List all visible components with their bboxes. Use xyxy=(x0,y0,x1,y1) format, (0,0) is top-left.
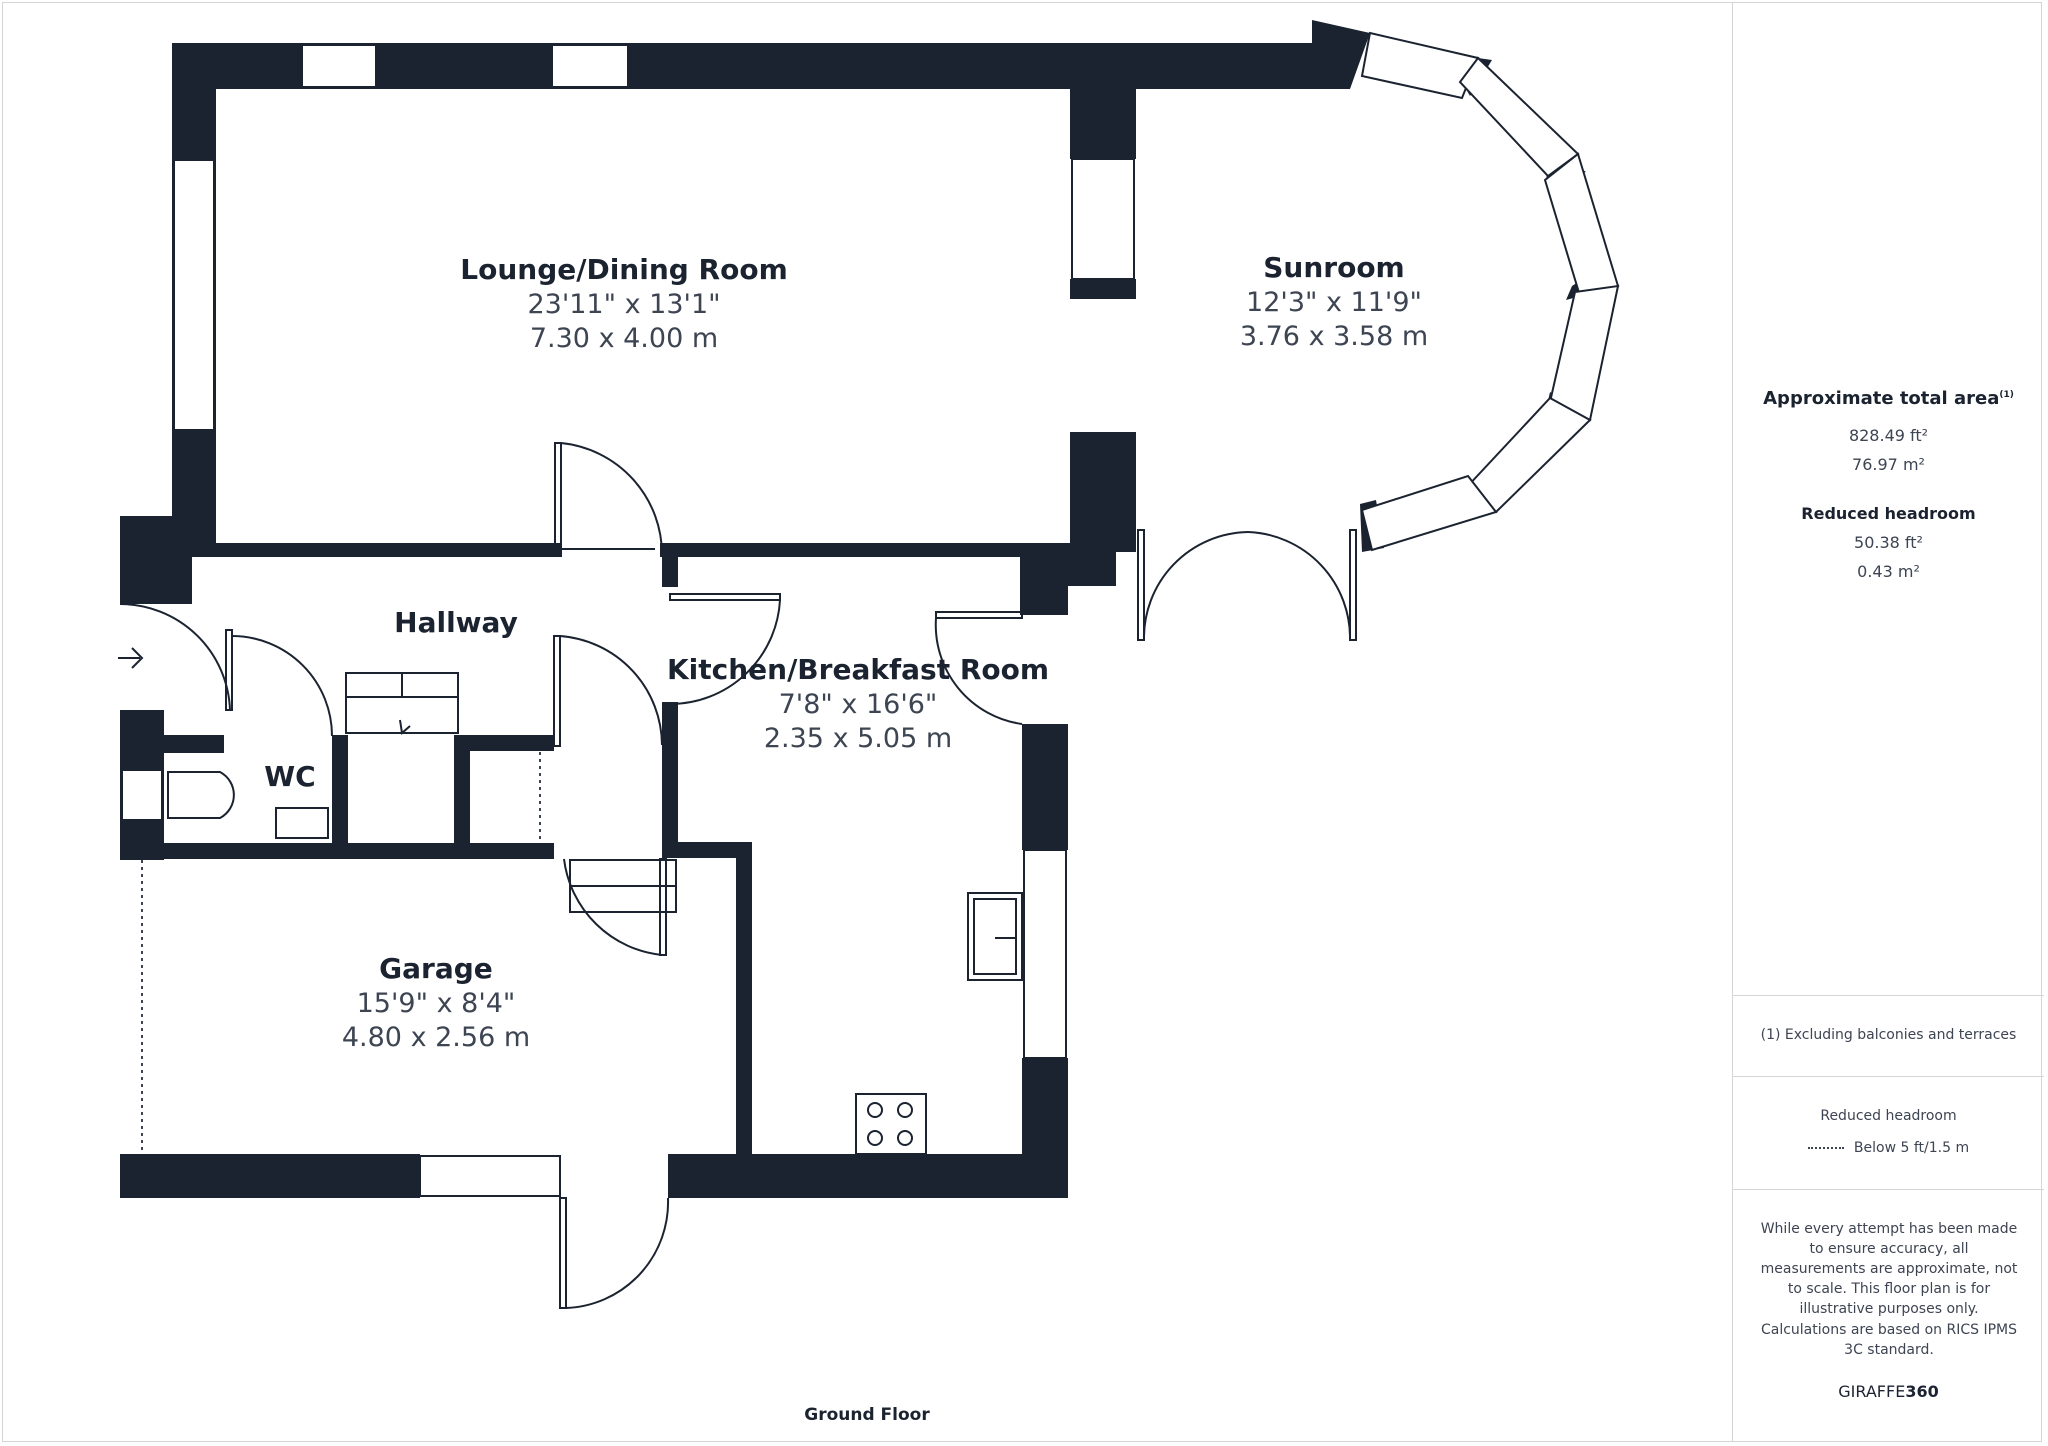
info-sidebar: Approximate total area(1) 828.49 ft² 76.… xyxy=(1732,2,2044,1442)
room-sunroom: Sunroom 12'3" x 11'9" 3.76 x 3.58 m xyxy=(1240,250,1428,354)
wall-garage-top xyxy=(662,842,752,858)
wall-lounge-bottom-right xyxy=(660,543,1110,557)
room-dim-metric: 3.76 x 3.58 m xyxy=(1239,321,1429,352)
divider xyxy=(1733,1189,2044,1190)
wall-wc-right xyxy=(332,735,348,847)
room-lounge: Lounge/Dining Room 23'11" x 13'1" 7.30 x… xyxy=(460,252,788,356)
room-wc: WC xyxy=(264,759,315,795)
window-bay-3 xyxy=(1543,152,1620,298)
room-dim-imperial: 7'8" x 16'6" xyxy=(778,689,938,720)
floor-name: Ground Floor xyxy=(804,1405,930,1425)
wall-kitchen-right-upper xyxy=(1022,724,1068,850)
window-divider xyxy=(1071,158,1135,280)
reduced-headroom-m: 0.43 m² xyxy=(1857,562,1920,581)
wall-kitchen-bottom xyxy=(668,1154,1068,1198)
wall-garage-right xyxy=(736,842,752,1154)
room-kitchen: Kitchen/Breakfast Room 7'8" x 16'6" 2.35… xyxy=(667,652,1049,756)
total-area-title-text: Approximate total area xyxy=(1763,388,2000,409)
legend-title: Reduced headroom xyxy=(1820,1108,1957,1124)
wall-garage-bottom-left xyxy=(120,1154,420,1198)
room-name: Hallway xyxy=(394,606,518,639)
room-name: Garage xyxy=(379,952,493,985)
legend-item: Below 5 ft/1.5 m xyxy=(1733,1140,2044,1156)
chimney-breast xyxy=(551,44,629,88)
room-dim-imperial: 23'11" x 13'1" xyxy=(527,289,721,320)
room-dim-imperial: 12'3" x 11'9" xyxy=(1246,287,1422,318)
room-name: Kitchen/Breakfast Room xyxy=(666,653,1050,686)
window-bay-6 xyxy=(1360,474,1498,552)
window-lounge-top xyxy=(301,44,377,88)
window-bay-5 xyxy=(1464,396,1592,514)
reduced-headroom-title: Reduced headroom xyxy=(1801,504,1976,523)
room-name: Sunroom xyxy=(1263,251,1405,284)
total-area-footnote-mark: (1) xyxy=(1999,390,2014,400)
brand-logo: GIRAFFE360 xyxy=(1733,1382,2044,1401)
wall-cupboard-top xyxy=(454,735,554,751)
disclaimer: While every attempt has been made to ens… xyxy=(1760,1221,2018,1317)
room-name: Lounge/Dining Room xyxy=(460,253,788,286)
window-kitchen xyxy=(1023,849,1067,1059)
footnote: (1) Excluding balconies and terraces xyxy=(1760,1027,2017,1043)
total-area-ft: 828.49 ft² xyxy=(1848,426,1929,445)
wall-divider-lower xyxy=(1070,432,1136,552)
brand-name: GIRAFFE xyxy=(1838,1382,1906,1401)
wall-kitchen-left-top xyxy=(662,557,678,587)
legend-dotted-line xyxy=(1807,1147,1844,1149)
room-dim-metric: 2.35 x 5.05 m xyxy=(763,723,953,754)
wall-wc-top xyxy=(164,735,224,753)
room-dim-metric: 7.30 x 4.00 m xyxy=(529,323,719,354)
room-hallway: Hallway xyxy=(394,605,518,641)
calculation-note: Calculations are based on RICS IPMS 3C s… xyxy=(1760,1322,2018,1358)
wall-stair-cupboard xyxy=(454,735,470,847)
room-dim-metric: 4.80 x 2.56 m xyxy=(341,1022,531,1053)
wall-kitchen-left-mid xyxy=(662,702,678,842)
window-garage xyxy=(419,1155,561,1197)
room-name: WC xyxy=(264,760,316,793)
window-bay-2 xyxy=(1458,56,1580,178)
room-dim-imperial: 15'9" x 8'4" xyxy=(356,988,516,1019)
wall-sunroom-top-corner xyxy=(1312,20,1370,89)
divider xyxy=(1733,1076,2044,1077)
reduced-headroom-ft: 50.38 ft² xyxy=(1854,533,1923,552)
window-lounge-left xyxy=(173,159,215,431)
window-bay-1 xyxy=(1360,31,1480,100)
window-bay-4 xyxy=(1548,284,1620,422)
brand-number: 360 xyxy=(1905,1382,1939,1401)
wall-divider-upper xyxy=(1070,89,1136,159)
wall-kitchen-top-right xyxy=(1020,557,1068,615)
total-area-title: Approximate total area(1) xyxy=(1733,388,2044,409)
legend-item-label: Below 5 ft/1.5 m xyxy=(1853,1140,1970,1156)
room-garage: Garage 15'9" x 8'4" 4.80 x 2.56 m xyxy=(342,951,530,1055)
wall-kitchen-corner xyxy=(1068,552,1116,586)
window-wc xyxy=(121,769,163,821)
divider xyxy=(1733,995,2044,996)
wall-hall-bottom xyxy=(164,843,554,859)
wall-divider-stub xyxy=(1070,279,1136,299)
wall-entry-upper xyxy=(120,516,192,604)
total-area-m: 76.97 m² xyxy=(1852,455,1925,474)
